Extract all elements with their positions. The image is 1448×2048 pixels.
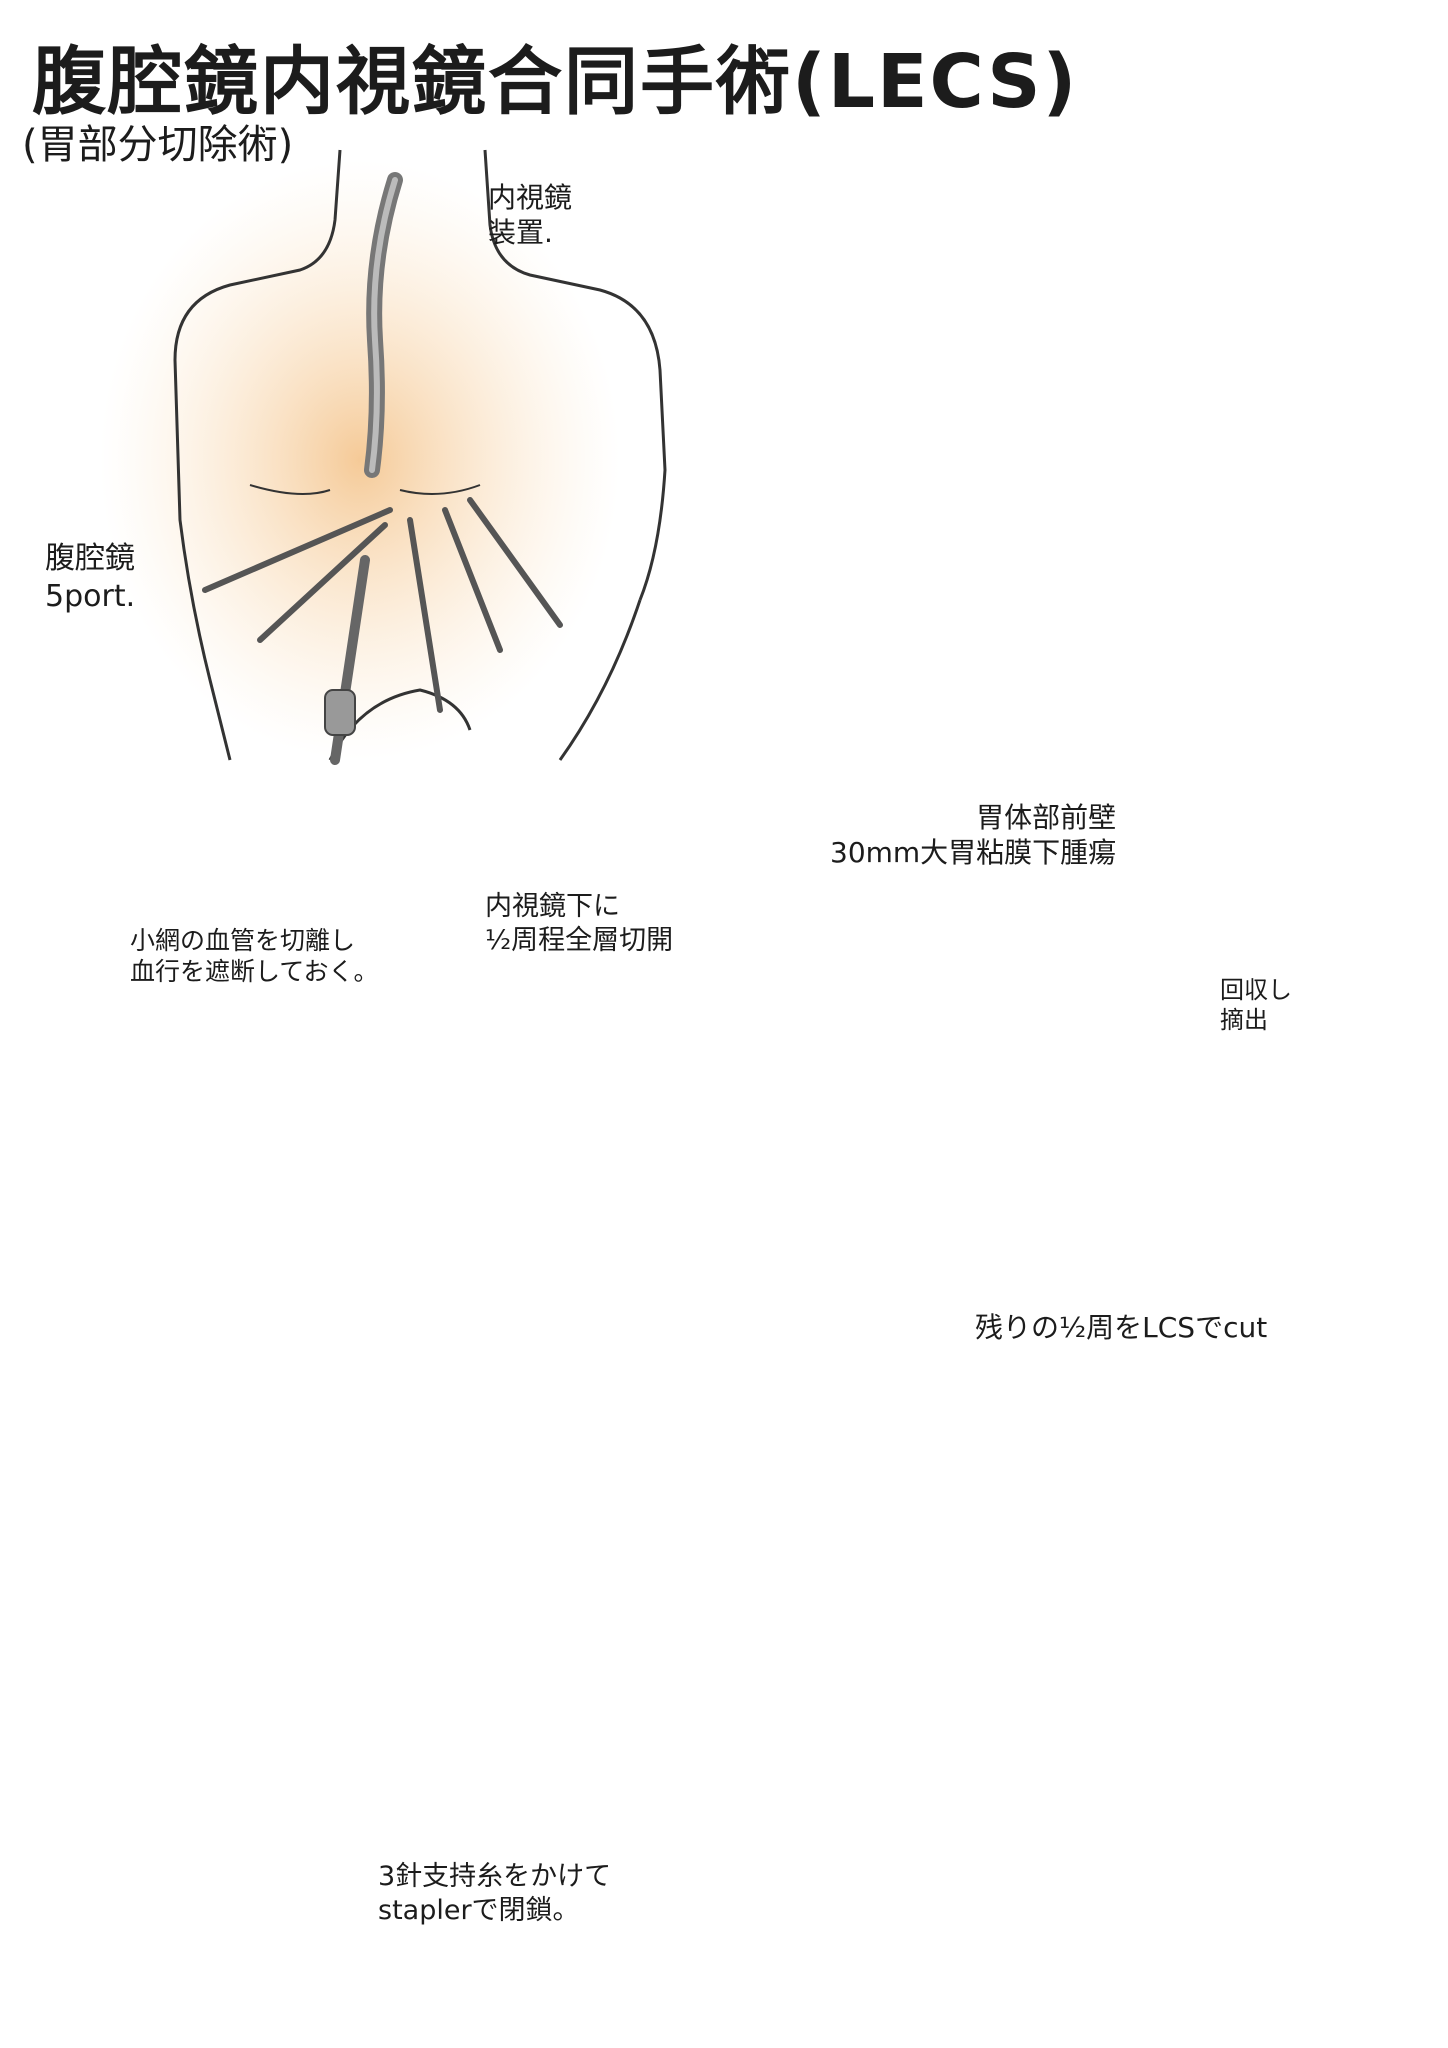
retrieval-note: 回収し 摘出 bbox=[1220, 976, 1292, 1034]
vessel-ligation-note: 小網の血管を切離し 血行を遮断しておく。 bbox=[130, 926, 379, 987]
torso-outline bbox=[173, 149, 667, 601]
closure-note: 3針支持糸をかけて staplerで閉鎖。 bbox=[378, 1861, 612, 1926]
page-title: 腹腔鏡内視鏡合同手術(LECS) bbox=[32, 39, 1079, 125]
lcs-cut-note: 残りの½周をLCSでcut bbox=[975, 1311, 1268, 1344]
laparoscope-label: 腹腔鏡 5port. bbox=[45, 541, 136, 614]
page-subtitle: (胃部分切除術) bbox=[22, 122, 294, 168]
endoscope-device-label: 内視鏡 装置. bbox=[488, 181, 573, 249]
laparoscopic-instruments bbox=[202, 497, 563, 765]
tumor-label: 胃体部前壁 30mm大胃粘膜下腫瘍 bbox=[830, 801, 1117, 869]
incision-note: 内視鏡下に ½周程全層切開 bbox=[485, 891, 674, 956]
panel-1-body-ports bbox=[100, 149, 667, 765]
